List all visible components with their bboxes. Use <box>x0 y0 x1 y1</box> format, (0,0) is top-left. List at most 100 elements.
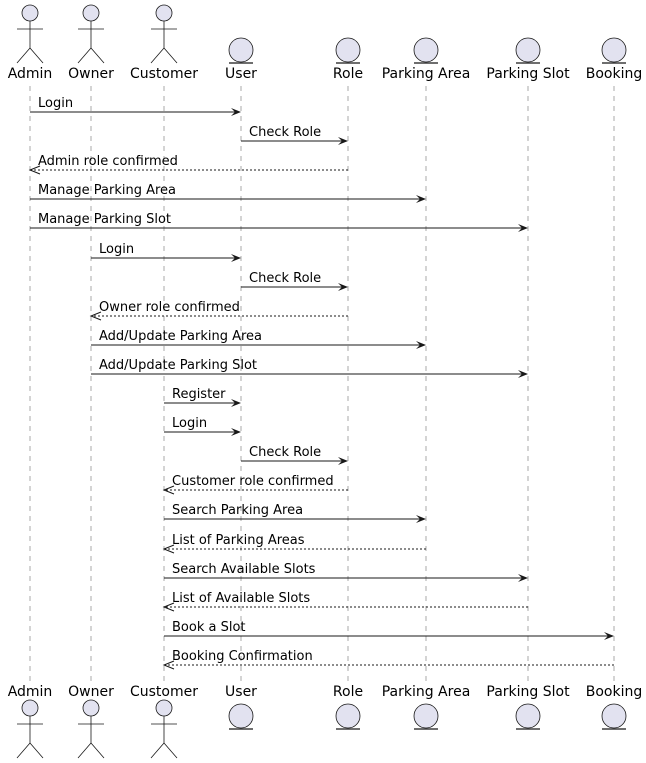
message-20: Booking Confirmation <box>162 649 614 670</box>
arrowhead-icon <box>162 485 175 495</box>
arrowhead-icon <box>89 311 102 321</box>
participant-label: Owner <box>68 66 114 82</box>
arrowhead-icon <box>416 195 426 203</box>
message-13: Check Role <box>241 445 348 465</box>
participants-top: Admin Owner Customer User Role Parking Area Pa… <box>8 4 642 82</box>
message-label: Add/Update Parking Area <box>99 329 262 344</box>
message-8: Owner role confirmed <box>89 300 348 321</box>
message-label: Booking Confirmation <box>172 649 313 664</box>
message-label: Check Role <box>249 271 321 286</box>
message-11: Register <box>164 387 241 407</box>
actor-leg-left-icon <box>77 47 92 64</box>
participant-label: Admin <box>8 684 53 700</box>
actor-head-icon <box>21 699 39 717</box>
participants-bottom: Admin Owner Customer User Role Parking Area Pa… <box>8 684 643 759</box>
entity-circle-icon <box>228 37 254 63</box>
message-label: List of Available Slots <box>172 591 310 606</box>
message-label: Search Parking Area <box>172 503 303 518</box>
message-label: Manage Parking Slot <box>38 212 171 227</box>
message-1: Login <box>30 96 241 116</box>
actor-leg-left-icon <box>150 742 165 759</box>
arrowhead-icon <box>416 341 426 349</box>
actor-head-icon <box>155 699 173 717</box>
participant-bottom-role: Role <box>333 684 363 730</box>
entity-circle-icon <box>335 703 361 729</box>
message-3: Admin role confirmed <box>28 154 348 175</box>
arrowhead-icon <box>338 137 348 145</box>
message-14: Customer role confirmed <box>162 474 348 495</box>
message-16: List of Parking Areas <box>162 533 426 554</box>
message-label: Add/Update Parking Slot <box>99 358 257 373</box>
participant-bottom-owner: Owner <box>68 684 114 759</box>
participant-top-user: User <box>225 37 257 82</box>
message-label: Owner role confirmed <box>99 300 240 315</box>
participant-label: Parking Slot <box>486 684 570 700</box>
message-label: Register <box>172 387 226 402</box>
entity-circle-icon <box>601 37 627 63</box>
participant-label: User <box>225 684 257 700</box>
message-label: Login <box>99 242 134 257</box>
message-label: Check Role <box>249 445 321 460</box>
participant-top-admin: Admin <box>8 4 53 82</box>
participant-label: User <box>225 66 257 82</box>
actor-leg-left-icon <box>16 47 31 64</box>
participant-bottom-parking-slot: Parking Slot <box>486 684 570 730</box>
arrowhead-icon <box>28 165 41 175</box>
arrowhead-icon <box>416 515 426 523</box>
arrowhead-icon <box>338 457 348 465</box>
participant-label: Parking Slot <box>486 66 570 82</box>
participant-label: Customer <box>130 66 198 82</box>
actor-leg-right-icon <box>163 47 178 64</box>
arrowhead-icon <box>162 602 175 612</box>
arrowhead-icon <box>231 254 241 262</box>
entity-circle-icon <box>228 703 254 729</box>
actor-leg-left-icon <box>150 47 165 64</box>
lifelines <box>29 86 615 681</box>
entity-circle-icon <box>515 703 541 729</box>
arrowhead-icon <box>604 632 614 640</box>
participant-top-role: Role <box>333 37 363 82</box>
actor-leg-right-icon <box>29 742 44 759</box>
actor-head-icon <box>82 4 100 22</box>
participant-label: Parking Area <box>382 684 471 700</box>
participant-top-parking-slot: Parking Slot <box>486 37 570 82</box>
entity-circle-icon <box>335 37 361 63</box>
message-6: Login <box>91 242 241 262</box>
participant-top-customer: Customer <box>130 4 198 82</box>
entity-circle-icon <box>413 37 439 63</box>
arrowhead-icon <box>231 428 241 436</box>
actor-leg-left-icon <box>16 742 31 759</box>
participant-label: Booking <box>586 684 643 700</box>
actor-leg-right-icon <box>90 47 105 64</box>
message-18: List of Available Slots <box>162 591 528 612</box>
participant-label: Role <box>333 66 363 82</box>
participant-label: Admin <box>8 66 53 82</box>
arrowhead-icon <box>518 574 528 582</box>
participant-top-owner: Owner <box>68 4 114 82</box>
actor-head-icon <box>21 4 39 22</box>
message-label: Admin role confirmed <box>38 154 178 169</box>
actor-head-icon <box>155 4 173 22</box>
message-5: Manage Parking Slot <box>30 212 528 232</box>
message-10: Add/Update Parking Slot <box>91 358 528 378</box>
participant-bottom-admin: Admin <box>8 684 53 759</box>
message-label: Manage Parking Area <box>38 183 176 198</box>
message-label: Check Role <box>249 125 321 140</box>
actor-head-icon <box>82 699 100 717</box>
participant-label: Owner <box>68 684 114 700</box>
participant-label: Parking Area <box>382 66 471 82</box>
participant-bottom-user: User <box>225 684 257 730</box>
message-2: Check Role <box>241 125 348 145</box>
participant-bottom-booking: Booking <box>586 684 643 730</box>
message-9: Add/Update Parking Area <box>91 329 426 349</box>
participant-bottom-customer: Customer <box>130 684 198 759</box>
message-label: Login <box>172 416 207 431</box>
actor-leg-right-icon <box>163 742 178 759</box>
message-17: Search Available Slots <box>164 562 528 582</box>
message-12: Login <box>164 416 241 436</box>
arrowhead-icon <box>162 660 175 670</box>
arrowhead-icon <box>162 544 175 554</box>
arrowhead-icon <box>338 283 348 291</box>
